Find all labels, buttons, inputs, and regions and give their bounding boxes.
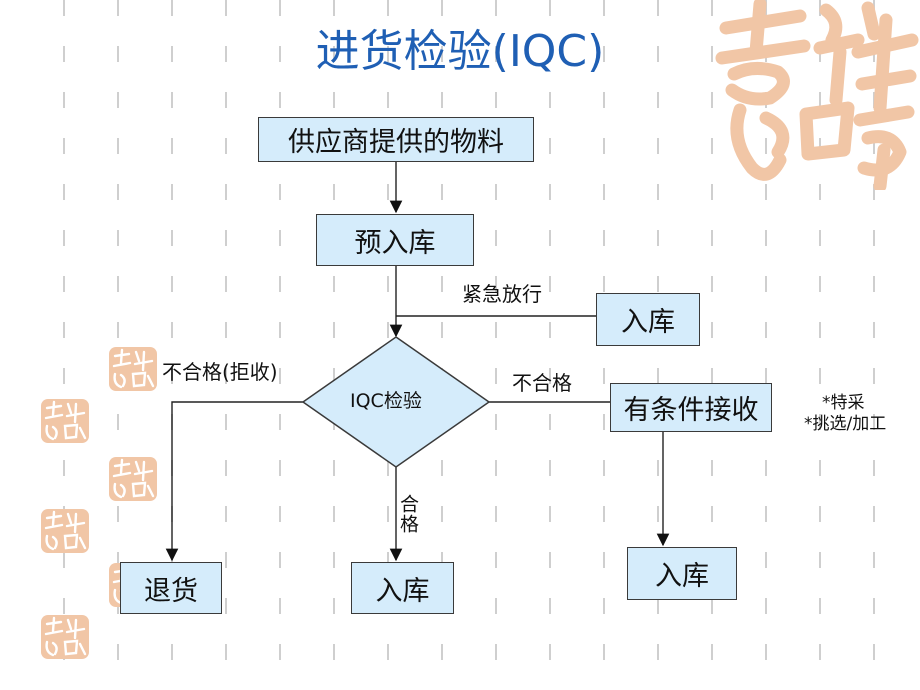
node-stock-conditional: 入库 bbox=[627, 547, 737, 600]
seal-small-1 bbox=[109, 347, 157, 391]
node-stock-pass: 入库 bbox=[351, 562, 454, 614]
node-conditional-accept: 有条件接收 bbox=[610, 383, 772, 432]
node-supplier-material: 供应商提供的物料 bbox=[258, 117, 534, 162]
note-sort-rework: *挑选/加工 bbox=[804, 414, 887, 434]
seal-small-4 bbox=[41, 509, 89, 553]
label-fail: 不合格 bbox=[512, 371, 572, 395]
iqc-diamond-shape bbox=[301, 336, 491, 468]
seal-small-2 bbox=[41, 399, 89, 443]
node-iqc-inspection: IQC检验 bbox=[350, 390, 422, 412]
node-pre-stock: 预入库 bbox=[316, 214, 474, 266]
seal-small-3 bbox=[109, 457, 157, 501]
label-reject: 不合格(拒收) bbox=[162, 360, 278, 384]
note-special-acceptance: *特采 bbox=[822, 393, 865, 413]
seal-small-6 bbox=[41, 615, 89, 659]
label-urgent-release: 紧急放行 bbox=[462, 282, 542, 306]
calligraphy-seal-large bbox=[715, 0, 919, 190]
edge-reject bbox=[165, 401, 303, 562]
slide-title: 进货检验(IQC) bbox=[315, 26, 605, 77]
node-stock-urgent: 入库 bbox=[596, 293, 700, 346]
node-return: 退货 bbox=[120, 562, 222, 614]
label-pass: 合格 bbox=[397, 494, 419, 534]
